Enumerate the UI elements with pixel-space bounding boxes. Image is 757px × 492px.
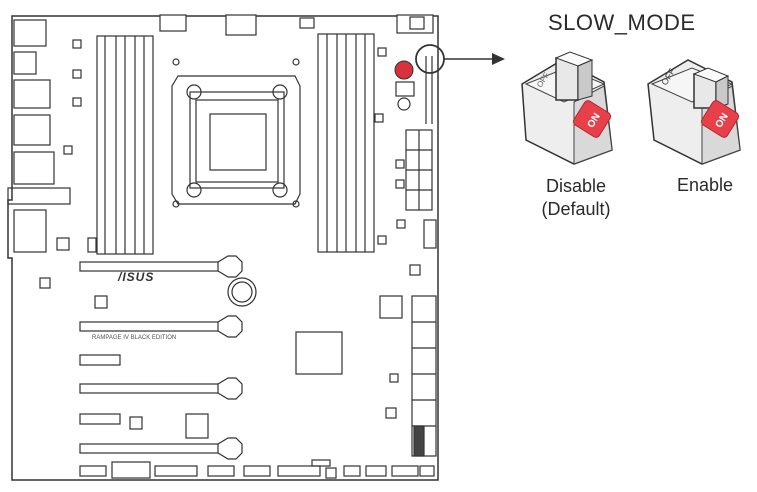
small-components xyxy=(39,39,421,439)
slow-mode-switch-location xyxy=(415,44,445,74)
bottom-headers xyxy=(79,459,435,479)
dimm-slots-right xyxy=(317,33,375,253)
switch-enable: ON OFF xyxy=(647,59,741,165)
cmos-battery xyxy=(227,277,257,307)
callout-arrow-head xyxy=(492,53,505,65)
pcie-slots xyxy=(79,255,243,460)
cpu-socket xyxy=(171,58,301,208)
rear-io-ports xyxy=(7,19,71,253)
board-model-text: RAMPAGE IV BLACK EDITION xyxy=(92,335,177,341)
disable-default-label: (Default) xyxy=(541,199,611,219)
disable-label: Disable xyxy=(545,176,607,196)
motherboard-outline xyxy=(7,15,439,481)
sata-ports xyxy=(411,295,437,457)
onboard-button-strip xyxy=(395,56,433,124)
power-connectors xyxy=(159,14,434,36)
enable-label: Enable xyxy=(676,175,734,195)
diagram-title: SLOW_MODE xyxy=(548,10,696,35)
chipset xyxy=(295,331,343,375)
board-logo: /ISUS xyxy=(118,270,155,284)
disable-caption: Disable (Default) xyxy=(528,175,624,221)
atx-power-header xyxy=(395,129,437,249)
switch-disable: ON OFF xyxy=(521,51,613,165)
dimm-slots-left xyxy=(87,35,154,255)
highlighted-chip xyxy=(394,60,414,80)
